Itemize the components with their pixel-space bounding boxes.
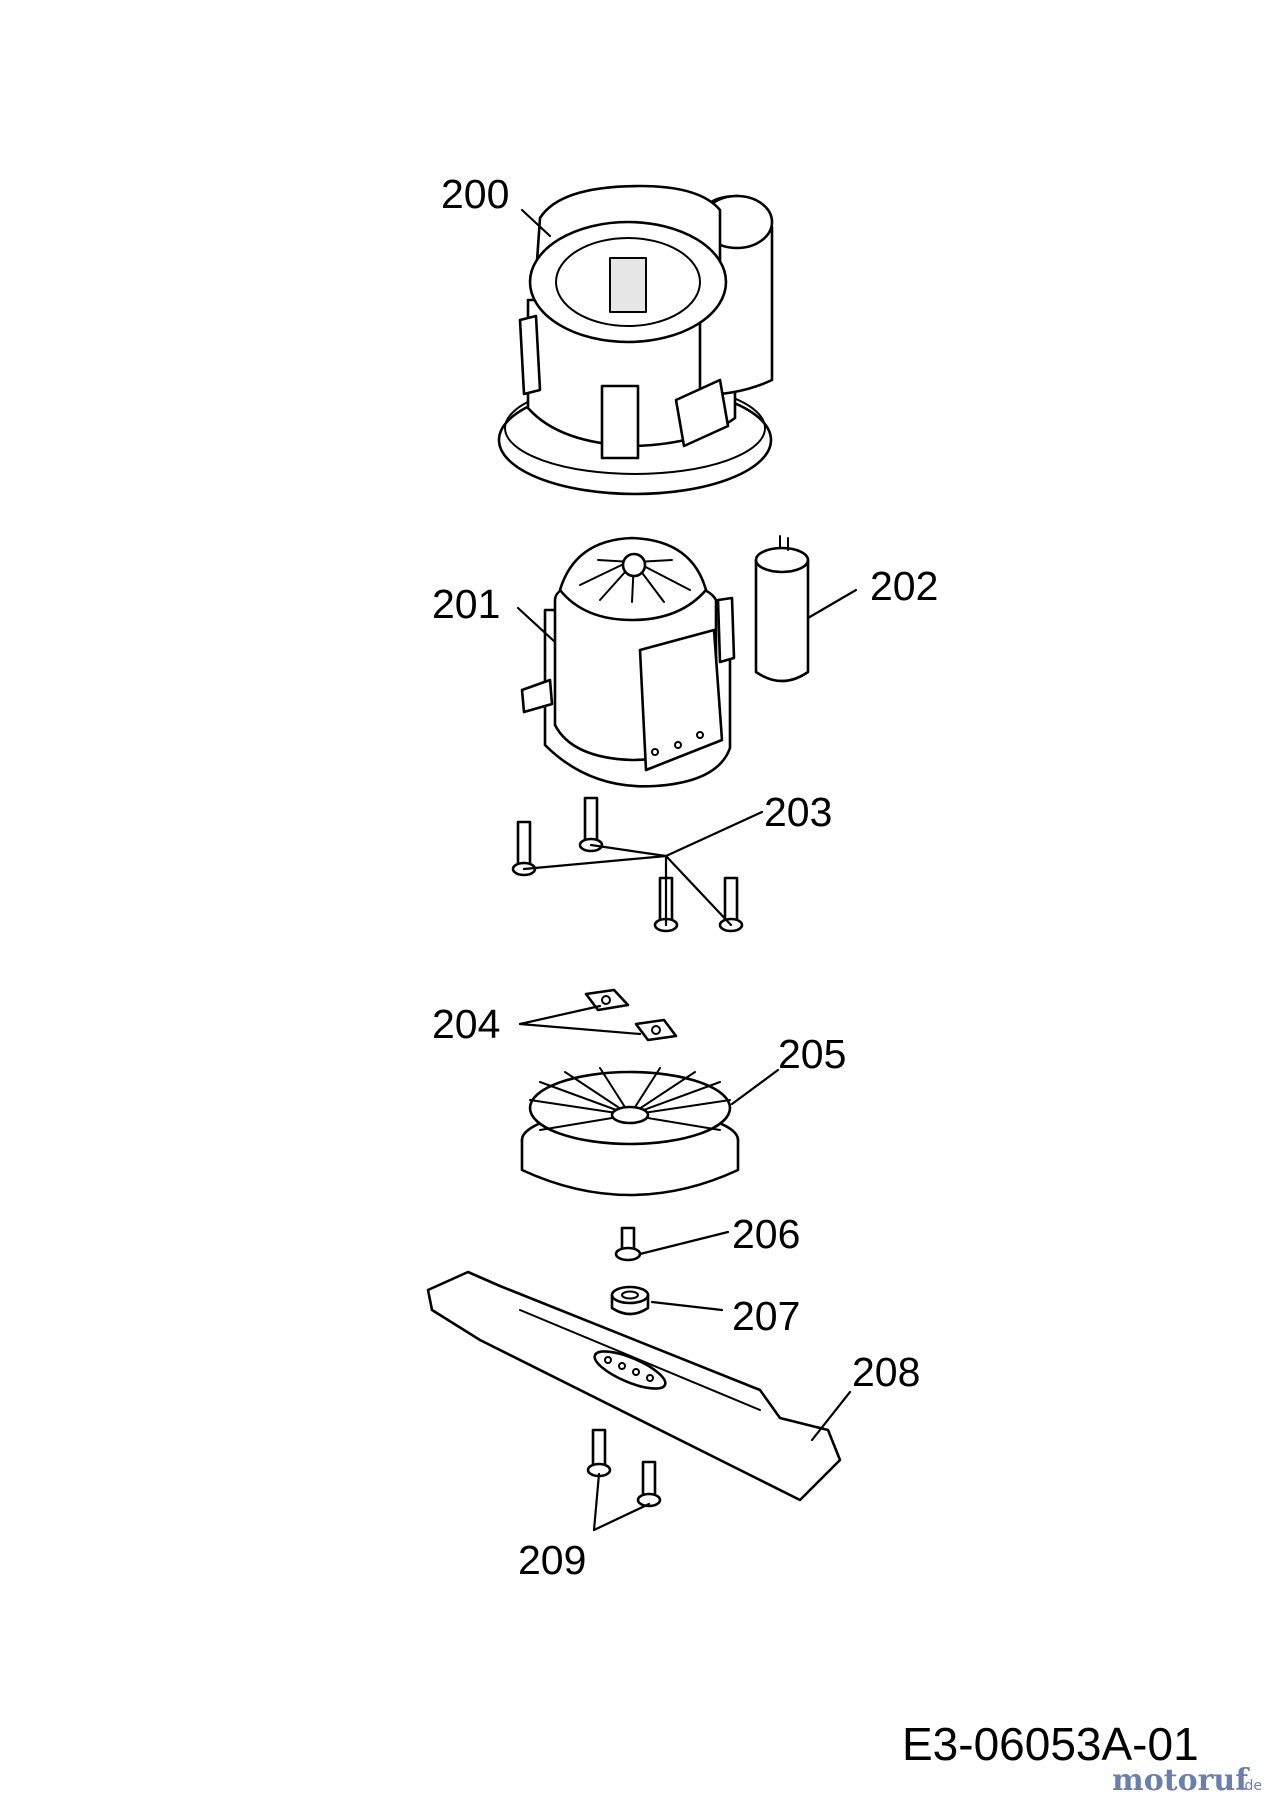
- part-200-motor-housing: [497, 184, 774, 496]
- part-205-fan-impeller: [520, 1067, 740, 1197]
- label-204: 204: [432, 1001, 500, 1047]
- part-203-screws: [511, 796, 744, 933]
- label-205: 205: [778, 1031, 846, 1077]
- part-208-blade: [426, 1270, 842, 1502]
- label-201: 201: [432, 581, 500, 627]
- leader-lines: [516, 208, 858, 1532]
- part-202-capacitor: [754, 535, 810, 683]
- label-200: 200: [441, 171, 509, 217]
- watermark-logo: motoruf: [1112, 1763, 1250, 1798]
- part-204-square-nuts: [584, 988, 678, 1042]
- label-202: 202: [870, 563, 938, 609]
- watermark: motoruf .de: [1112, 1763, 1262, 1798]
- label-206: 206: [732, 1211, 800, 1257]
- part-207-spacer: [610, 1285, 650, 1316]
- watermark-suffix: .de: [1240, 1778, 1262, 1794]
- part-206-screw: [614, 1226, 642, 1262]
- drawing-code: E3-06053A-01: [902, 1718, 1199, 1770]
- label-208: 208: [852, 1349, 920, 1395]
- part-201-motor: [520, 536, 736, 788]
- label-203: 203: [764, 789, 832, 835]
- label-207: 207: [732, 1293, 800, 1339]
- part-209-blade-screws: [586, 1428, 662, 1508]
- label-209: 209: [518, 1537, 586, 1583]
